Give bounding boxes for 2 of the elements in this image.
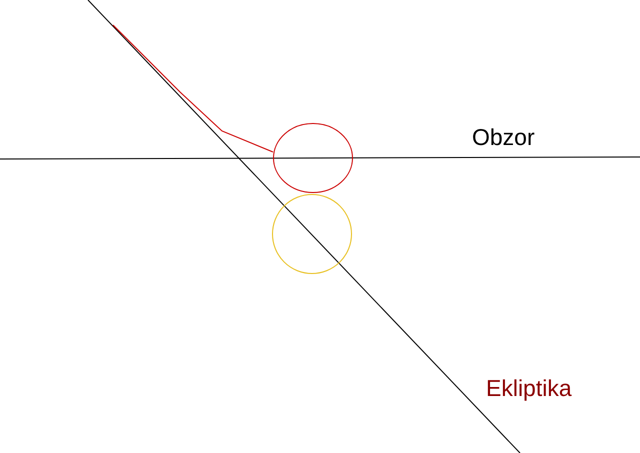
horizon-label: Obzor bbox=[472, 126, 535, 149]
ecliptic-label: Ekliptika bbox=[486, 377, 572, 400]
